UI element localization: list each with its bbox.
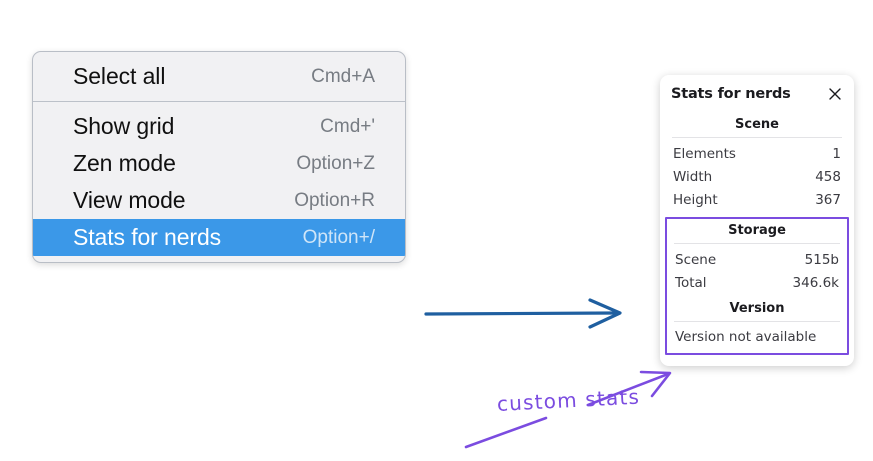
stat-value: 367 bbox=[815, 191, 841, 208]
blue-arrow bbox=[424, 298, 622, 329]
menu-item-label: Zen mode bbox=[73, 150, 176, 176]
menu-item-label: Show grid bbox=[73, 113, 175, 139]
close-icon[interactable] bbox=[827, 86, 843, 102]
version-text: Version not available bbox=[675, 329, 817, 345]
menu-item-stats-for-nerds[interactable]: Stats for nerds Option+/ bbox=[33, 219, 405, 256]
menu-item-select-all[interactable]: Select all Cmd+A bbox=[33, 58, 405, 95]
stat-row-storage-total: Total 346.6k bbox=[671, 271, 843, 294]
stat-key: Scene bbox=[675, 251, 717, 268]
stat-key: Width bbox=[673, 168, 713, 185]
stat-key: Height bbox=[673, 191, 718, 208]
panel-header: Stats for nerds bbox=[669, 84, 845, 102]
section-heading-storage: Storage bbox=[728, 223, 786, 238]
menu-item-show-grid[interactable]: Show grid Cmd+' bbox=[33, 108, 405, 145]
menu-item-shortcut: Option+R bbox=[294, 189, 375, 211]
menu-group-2: Show grid Cmd+' Zen mode Option+Z View m… bbox=[33, 101, 405, 262]
stat-key: Elements bbox=[673, 145, 736, 162]
stats-for-nerds-panel: Stats for nerds Scene Elements 1 Width 4… bbox=[660, 75, 854, 366]
menu-group-1: Select all Cmd+A bbox=[33, 52, 405, 101]
menu-item-label: Stats for nerds bbox=[73, 224, 222, 250]
section-heading-scene: Scene bbox=[735, 117, 779, 132]
purple-underline-stroke bbox=[464, 416, 548, 449]
menu-item-shortcut: Cmd+' bbox=[320, 115, 375, 137]
menu-item-zen-mode[interactable]: Zen mode Option+Z bbox=[33, 145, 405, 182]
stat-row-width: Width 458 bbox=[669, 165, 845, 188]
stat-value: 458 bbox=[815, 168, 841, 185]
divider bbox=[672, 137, 842, 138]
divider bbox=[674, 321, 840, 322]
stat-key: Total bbox=[675, 274, 707, 291]
stat-row-height: Height 367 bbox=[669, 188, 845, 211]
menu-item-label: Select all bbox=[73, 63, 166, 89]
stat-row-elements: Elements 1 bbox=[669, 142, 845, 165]
menu-item-label: View mode bbox=[73, 187, 186, 213]
custom-stats-highlight-box: Storage Scene 515b Total 346.6k Version … bbox=[665, 217, 849, 355]
menu-item-shortcut: Option+/ bbox=[302, 226, 375, 248]
stat-value: 515b bbox=[804, 251, 839, 268]
section-heading-version: Version bbox=[729, 301, 785, 316]
menu-item-view-mode[interactable]: View mode Option+R bbox=[33, 182, 405, 219]
stat-row-storage-scene: Scene 515b bbox=[671, 248, 843, 271]
menu-item-shortcut: Cmd+A bbox=[311, 65, 375, 87]
stat-value: 1 bbox=[832, 145, 841, 162]
stat-value: 346.6k bbox=[792, 274, 839, 291]
divider bbox=[674, 243, 840, 244]
panel-title: Stats for nerds bbox=[671, 86, 791, 102]
handwritten-note: custom stats bbox=[496, 384, 641, 416]
context-menu[interactable]: Select all Cmd+A Show grid Cmd+' Zen mod… bbox=[32, 51, 406, 263]
menu-item-shortcut: Option+Z bbox=[296, 152, 375, 174]
